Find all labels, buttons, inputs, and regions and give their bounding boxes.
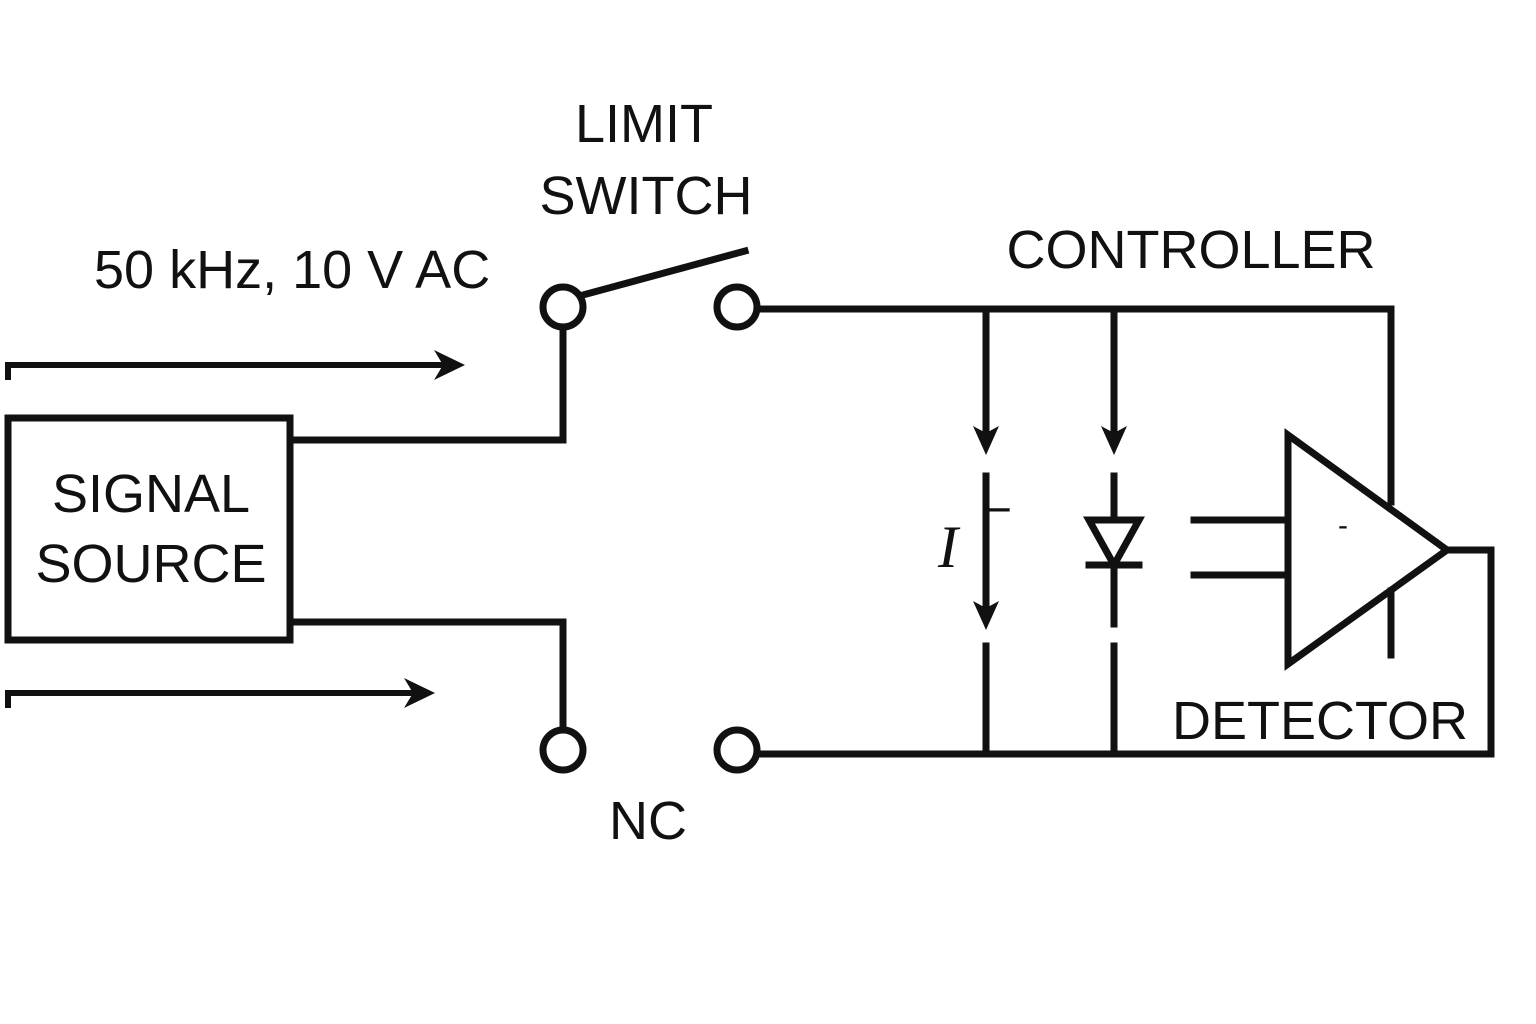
nc-right-terminal: [713, 726, 761, 774]
limit-switch-label-line2: SWITCH: [540, 166, 753, 226]
controller-left-branch-arrow-icon: [973, 426, 999, 455]
top-signal-arrow: [5, 350, 465, 380]
signal-spec-label: 50 kHz, 10 V AC: [94, 240, 490, 300]
bottom-arrowhead-icon: [404, 678, 435, 708]
limit-switch-left-terminal: [539, 283, 587, 331]
limit-switch-label-line1: LIMIT: [575, 94, 713, 154]
controller-top-wire: [753, 305, 1395, 506]
source-lower-wire: [286, 618, 567, 732]
nc-left-terminal: [539, 726, 587, 774]
limit-switch-right-terminal: [713, 283, 761, 331]
source-upper-wire: [286, 326, 567, 444]
controller-bottom-wire: [753, 546, 1495, 758]
diode-icon: [1083, 516, 1145, 573]
limit-switch-lever: [578, 246, 750, 300]
signal-source-box: [4, 414, 294, 644]
nc-label: NC: [609, 791, 687, 851]
top-arrowhead-icon: [434, 350, 465, 380]
diode-branch-arrow-icon: [1101, 426, 1127, 455]
detector-label: DETECTOR: [1172, 691, 1468, 751]
signal-source-label-line2: SOURCE: [35, 534, 266, 594]
controller-label: CONTROLLER: [1006, 220, 1375, 280]
current-arrow-icon: [973, 601, 999, 630]
current-sign-label: –: [983, 480, 1010, 533]
amplifier-icon: [1284, 428, 1453, 671]
current-label: I: [937, 514, 961, 580]
signal-source-label-line1: SIGNAL: [52, 464, 250, 524]
bottom-signal-arrow: [5, 678, 435, 708]
amplifier-minus-sign: -: [1338, 509, 1348, 542]
